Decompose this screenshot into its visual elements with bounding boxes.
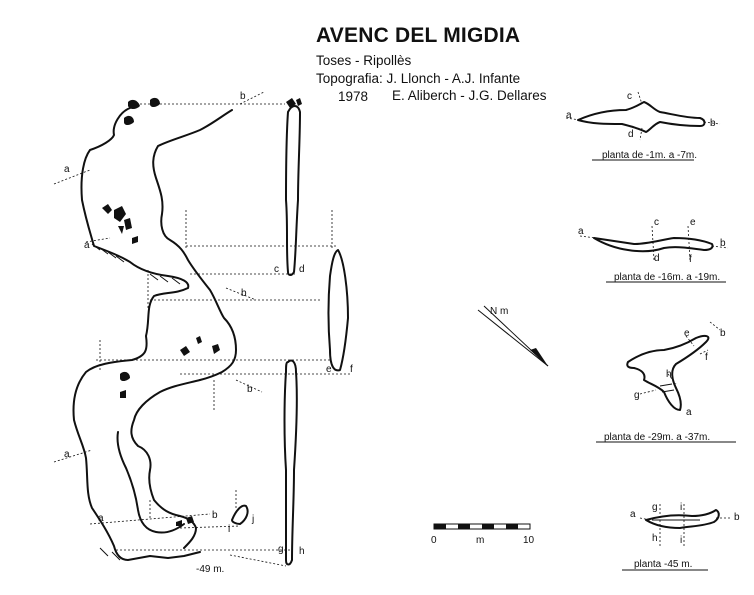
section-lower-chamber	[116, 431, 185, 534]
plan-1-label-d: d	[628, 129, 634, 140]
label-a-low: a	[64, 449, 70, 460]
plan-2-label-d: d	[654, 253, 660, 264]
topography-credits-1: Topografia: J. Llonch - A.J. Infante	[316, 71, 521, 86]
depth-label: -49 m.	[196, 564, 224, 575]
plan-4-label-i-bottom: i	[680, 535, 682, 546]
scale-start: 0	[431, 535, 437, 546]
plan-4-label-h: h	[652, 533, 658, 544]
survey-title: AVENC DEL MIGDIA	[316, 24, 521, 47]
plan-4-label-b: b	[734, 512, 740, 523]
section-pocket-j	[231, 504, 249, 525]
label-d: d	[299, 264, 305, 275]
plan-3: e f b g h a planta de -29m. a -37m.	[596, 321, 736, 443]
plan-1-caption: planta de -1m. a -7m.	[602, 150, 697, 161]
label-a-mid: a	[84, 240, 90, 251]
plan-3-outline	[626, 334, 710, 411]
label-f: f	[350, 364, 353, 375]
label-c: c	[274, 264, 279, 275]
plan-2-label-b: b	[720, 238, 726, 249]
scale-bar: 0 m 10	[431, 523, 535, 546]
scale-unit: m	[476, 535, 484, 546]
plan-3-label-a: a	[686, 407, 692, 418]
plan-3-label-b: b	[720, 328, 726, 339]
plan-1-label-a: a	[566, 110, 572, 121]
plan-2-outline	[593, 237, 714, 253]
plan-2: a b c d e f planta de -16m. a -19m.	[578, 217, 729, 283]
location-text: Toses - Ripollès	[316, 53, 412, 68]
plan-4-outline	[645, 509, 720, 529]
plan-3-label-f: f	[705, 352, 708, 363]
north-arrow-label: N m	[490, 306, 508, 317]
plan-4-label-g: g	[652, 502, 658, 513]
survey-year: 1978	[338, 89, 369, 104]
label-b-low: b	[247, 384, 253, 395]
label-b-top: b	[240, 91, 246, 102]
pocket-ef-outline	[327, 249, 349, 372]
plan-2-label-c: c	[654, 217, 659, 228]
plan-3-label-e: e	[684, 328, 690, 339]
floor-hatching-2	[149, 273, 181, 285]
topography-credits-2: E. Aliberch - J.G. Dellares	[392, 88, 547, 103]
section-letter-labels: b a a c d b e f b a a b i j g h -49 m.	[64, 91, 353, 575]
plan-3-caption: planta de -29m. a -37m.	[604, 432, 710, 443]
label-j: j	[251, 514, 254, 525]
label-b-mid: b	[241, 288, 247, 299]
shaft-cd-outline	[285, 105, 301, 276]
plan-4-label-a: a	[630, 509, 636, 520]
floor-hatching-3	[99, 547, 121, 561]
plan-1-label-c: c	[627, 91, 632, 102]
label-i: i	[228, 524, 230, 535]
plan-2-caption: planta de -16m. a -19m.	[614, 272, 720, 283]
floor-hatching-1	[91, 243, 125, 263]
north-arrow-icon: N m	[477, 305, 549, 367]
label-b-bottom: b	[212, 510, 218, 521]
label-a-bottom: a	[98, 513, 104, 524]
plan-4: a b g h i i planta -45 m.	[622, 502, 740, 571]
plan-3-label-h: h	[666, 369, 672, 380]
plan-1-label-b: b	[710, 118, 716, 129]
label-e: e	[326, 364, 332, 375]
scale-end: 10	[523, 535, 535, 546]
plan-3-label-g: g	[634, 390, 640, 401]
profile-shaft-cd	[285, 98, 302, 276]
section-wall-right-upper	[152, 109, 237, 381]
section-reference-lines	[53, 91, 350, 567]
plan-2-label-e: e	[690, 217, 696, 228]
label-h: h	[299, 546, 305, 557]
profile-pocket-ef	[327, 249, 349, 372]
section-wall-right-lower	[130, 379, 201, 549]
label-g: g	[278, 544, 284, 555]
breakdown-blocks	[102, 97, 220, 526]
section-wall-left	[72, 107, 201, 561]
plan-1-outline	[577, 101, 706, 133]
plan-1: a b c d planta de -1m. a -7m.	[565, 91, 721, 161]
plan-4-label-i-top: i	[680, 502, 682, 513]
plan-2-label-a: a	[578, 226, 584, 237]
plan-2-label-f: f	[689, 254, 692, 265]
plan-4-caption: planta -45 m.	[634, 559, 692, 570]
shaft-gh-outline	[283, 359, 298, 566]
label-a-top: a	[64, 164, 70, 175]
profile-shaft-gh	[283, 359, 298, 566]
main-section-profile	[72, 97, 249, 561]
